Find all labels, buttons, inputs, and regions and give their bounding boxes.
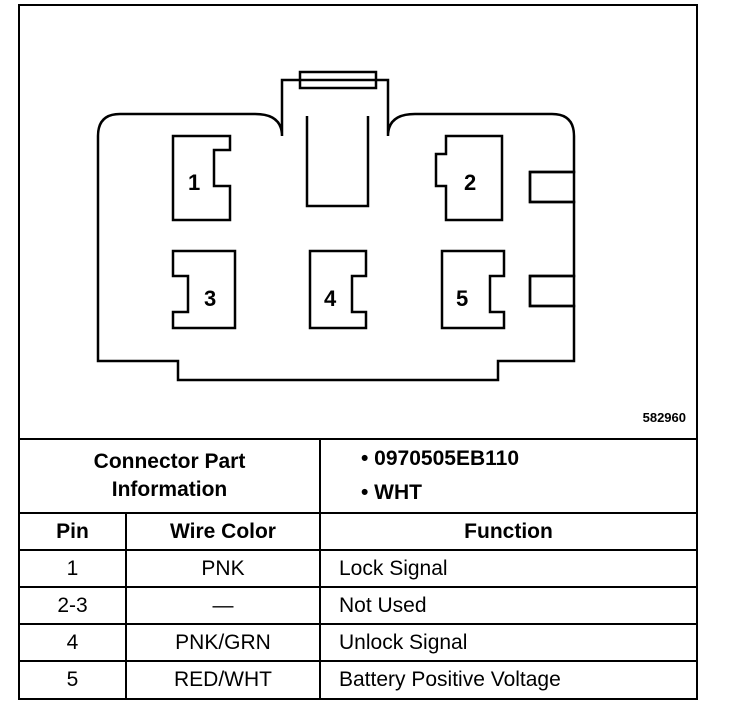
cell-wire-color: — bbox=[125, 586, 321, 625]
connector-frame: 1 2 3 4 5 582960 Connector Part Informat… bbox=[18, 4, 698, 700]
connector-part-row: Connector Part Information • 0970505EB11… bbox=[20, 438, 696, 514]
table-row: 2-3 — Not Used bbox=[20, 586, 696, 625]
table-row: 5 RED/WHT Battery Positive Voltage bbox=[20, 660, 696, 698]
table-row: 4 PNK/GRN Unlock Signal bbox=[20, 623, 696, 662]
latch-channel bbox=[305, 116, 370, 208]
cell-wire-color: PNK bbox=[125, 549, 321, 588]
header-pin: Pin bbox=[20, 512, 127, 551]
cell-function: Unlock Signal bbox=[319, 623, 696, 662]
pin-cavity-2 bbox=[434, 134, 504, 222]
table-row: 1 PNK Lock Signal bbox=[20, 549, 696, 588]
header-function: Function bbox=[319, 512, 696, 551]
connector-part-values: • 0970505EB110 • WHT bbox=[319, 438, 696, 514]
connector-body-outline bbox=[96, 78, 576, 382]
cell-function: Not Used bbox=[319, 586, 696, 625]
figure-id: 582960 bbox=[642, 410, 686, 425]
part-color: • WHT bbox=[361, 481, 423, 504]
pin-cavity-5 bbox=[440, 249, 506, 330]
cell-function: Battery Positive Voltage bbox=[319, 660, 696, 698]
header-wire-color: Wire Color bbox=[125, 512, 321, 551]
connector-part-label-line2: Information bbox=[111, 478, 228, 501]
cell-function: Lock Signal bbox=[319, 549, 696, 588]
pin-cavity-4 bbox=[308, 249, 368, 330]
table-header-row: Pin Wire Color Function bbox=[20, 512, 696, 551]
pin-label-3: 3 bbox=[204, 286, 217, 311]
pin-label-4: 4 bbox=[324, 286, 337, 311]
connector-part-label-line1: Connector Part bbox=[93, 450, 246, 473]
connector-part-label: Connector Part Information bbox=[20, 438, 321, 514]
part-number: • 0970505EB110 bbox=[361, 447, 519, 470]
pin-label-5: 5 bbox=[456, 286, 469, 311]
pin-label-1: 1 bbox=[188, 170, 201, 195]
pin-cavity-1 bbox=[171, 134, 232, 222]
cell-pin: 2-3 bbox=[20, 586, 127, 625]
side-tab bbox=[528, 274, 576, 308]
connector-diagram bbox=[96, 70, 576, 382]
cell-pin: 4 bbox=[20, 623, 127, 662]
cell-pin: 1 bbox=[20, 549, 127, 588]
cell-wire-color: RED/WHT bbox=[125, 660, 321, 698]
pin-label-2: 2 bbox=[464, 170, 477, 195]
latch-slot bbox=[298, 70, 378, 90]
side-tab bbox=[528, 170, 576, 204]
connector-info-table: Connector Part Information • 0970505EB11… bbox=[20, 438, 696, 698]
cell-pin: 5 bbox=[20, 660, 127, 698]
cell-wire-color: PNK/GRN bbox=[125, 623, 321, 662]
pin-cavity-3 bbox=[171, 249, 237, 330]
